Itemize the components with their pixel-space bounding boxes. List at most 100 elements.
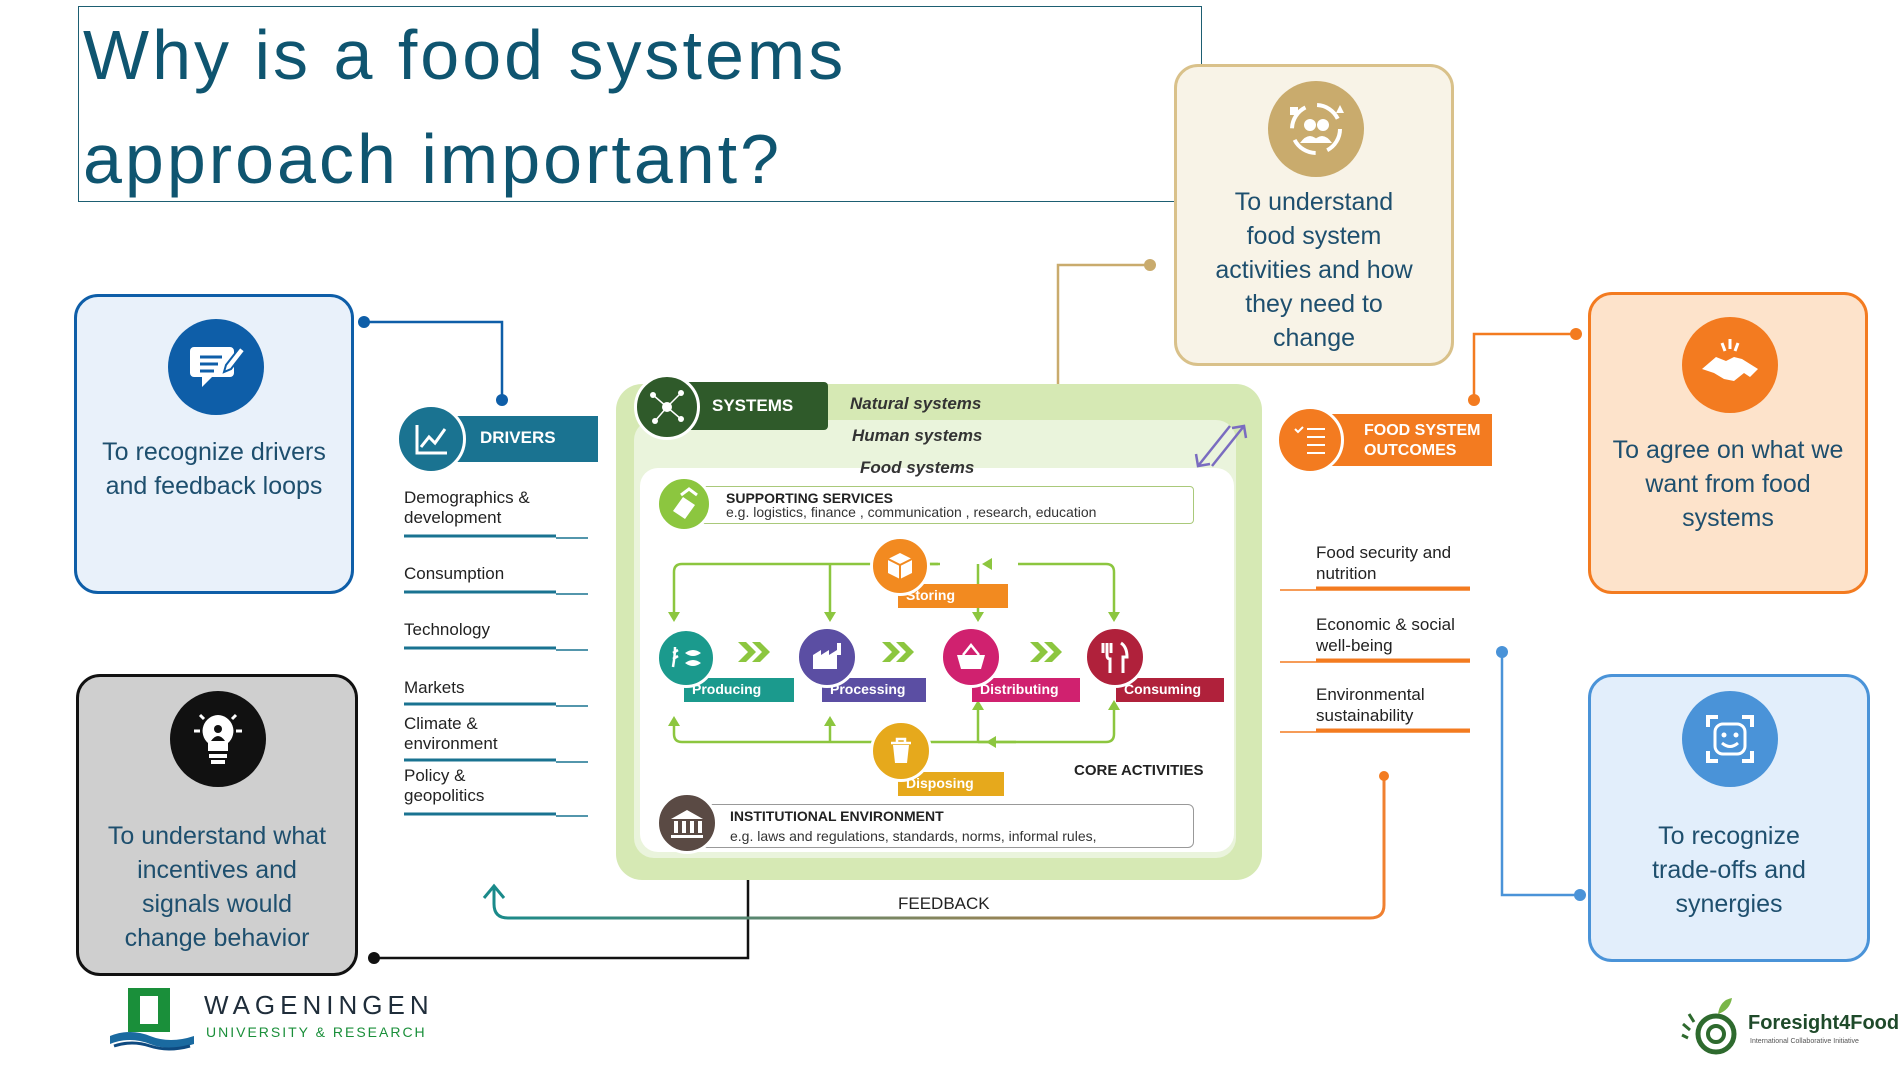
cutlery-icon: [1084, 626, 1146, 688]
document-edit-icon: [168, 319, 264, 415]
distributing-label: Distributing: [972, 678, 1080, 702]
card-outcomes-line-2: want from food: [1645, 470, 1811, 498]
consuming-label: Consuming: [1116, 678, 1224, 702]
card-activities: To understand food system activities and…: [1174, 64, 1454, 366]
outcome-lines: [1280, 586, 1470, 733]
drivers-header: DRIVERS: [396, 404, 598, 474]
card-incentives-line-4: change behavior: [124, 924, 310, 952]
title-line-1: Why is a food systems: [83, 16, 847, 94]
card-activities-line-1: To understand: [1234, 188, 1394, 216]
driver-arrows: [404, 534, 588, 817]
card-drivers-line-1: To recognize drivers: [102, 438, 326, 466]
tradeoffs-connector: [1500, 652, 1580, 897]
f4f-name: Foresight4Food: [1748, 1012, 1900, 1034]
driver-consumption: Consumption: [404, 564, 504, 584]
wur-emblem-icon: [110, 988, 194, 1051]
institution-icon: [656, 792, 718, 854]
card-outcomes-line-1: To agree on what we: [1612, 436, 1844, 464]
outcomes-header-line-2: OUTCOMES: [1364, 442, 1457, 459]
card-tradeoffs: To recognize trade-offs and synergies: [1588, 674, 1870, 962]
driver-markets-line-1: Markets: [404, 678, 465, 697]
card-outcomes-line-3: systems: [1682, 504, 1774, 532]
systems-header: SYSTEMS: [634, 374, 834, 440]
f4f-sub: International Collaborative Initiative: [1750, 1038, 1859, 1045]
f4f-emblem-icon: [1681, 998, 1737, 1055]
driver-climate-line-2: environment: [404, 734, 498, 753]
outcome-food-security-line-2: nutrition: [1316, 564, 1377, 583]
factory-icon: [796, 626, 858, 688]
card-activities-line-5: change: [1272, 324, 1356, 352]
institutional-box: [686, 804, 1194, 848]
card-tradeoffs-line-3: synergies: [1675, 890, 1783, 918]
card-incentives-line-1: To understand what: [107, 822, 327, 850]
card-drivers: To recognize drivers and feedback loops: [74, 294, 354, 594]
food-systems-label: Food systems: [860, 458, 975, 477]
human-systems-label: Human systems: [852, 426, 983, 445]
outcomes-header-line-1: FOOD SYSTEM: [1364, 422, 1481, 439]
activity-loops: [668, 558, 1120, 748]
driver-demographics: Demographics & development: [404, 488, 530, 528]
chart-line-icon: [396, 404, 466, 474]
disposing-label: Disposing: [898, 772, 1004, 796]
supporting-services-icon: [656, 476, 712, 532]
outcome-economic: Economic & social well-being: [1316, 614, 1455, 656]
trash-icon: [870, 720, 932, 782]
fish-wheat-icon: [656, 628, 716, 688]
outcomes-connector: [1472, 332, 1576, 400]
card-activities-line-3: activities and how: [1215, 256, 1413, 284]
core-activities-label: CORE ACTIVITIES: [1074, 762, 1204, 779]
feedback-label: FEEDBACK: [898, 894, 990, 913]
outcome-food-security: Food security and nutrition: [1316, 542, 1451, 584]
card-tradeoffs-line-2: trade-offs and: [1652, 856, 1806, 884]
checklist-icon: [1276, 406, 1344, 474]
systems-header-label: SYSTEMS: [712, 396, 794, 415]
chevron-arrows: [738, 642, 1062, 662]
driver-policy-line-2: geopolitics: [404, 786, 485, 805]
driver-policy: Policy & geopolitics: [404, 766, 484, 806]
driver-markets: Markets: [404, 678, 464, 698]
driver-demographics-line-1: Demographics &: [404, 488, 530, 507]
wur-name: WAGENINGEN: [204, 990, 434, 1020]
driver-consumption-line-1: Consumption: [404, 564, 505, 583]
outcome-economic-line-2: well-being: [1316, 636, 1393, 655]
supporting-services-sub: e.g. logistics, finance , communication …: [726, 504, 1097, 520]
driver-policy-line-1: Policy &: [404, 766, 466, 785]
face-scan-icon: [1682, 691, 1778, 787]
people-cycle-icon: [1268, 81, 1364, 177]
card-activities-line-4: they need to: [1245, 290, 1383, 318]
outcome-environmental: Environmental sustainability: [1316, 684, 1425, 726]
title-line-2: approach important?: [83, 120, 783, 198]
drivers-header-label: DRIVERS: [480, 428, 556, 447]
basket-icon: [940, 626, 1002, 688]
card-tradeoffs-line-1: To recognize: [1658, 822, 1800, 850]
driver-demographics-line-2: development: [404, 508, 502, 527]
wur-logo: WAGENINGEN UNIVERSITY & RESEARCH: [108, 984, 448, 1054]
outcomes-header: FOOD SYSTEM OUTCOMES: [1276, 406, 1492, 474]
f4f-logo: Foresight4Food International Collaborati…: [1678, 992, 1900, 1062]
driver-technology: Technology: [404, 620, 490, 640]
driver-climate-line-1: Climate &: [404, 714, 478, 733]
double-arrow-icon: [1194, 424, 1248, 468]
card-incentives-line-2: incentives and: [137, 856, 297, 884]
outcome-economic-line-1: Economic & social: [1316, 615, 1455, 634]
institutional-title: INSTITUTIONAL ENVIRONMENT: [730, 808, 944, 824]
driver-technology-line-1: Technology: [404, 620, 491, 639]
supporting-services-box: [684, 486, 1194, 524]
card-incentives: To understand what incentives and signal…: [76, 674, 358, 976]
title-box: Why is a food systems approach important…: [78, 6, 1202, 202]
card-incentives-line-3: signals would: [141, 890, 293, 918]
wur-sub: UNIVERSITY & RESEARCH: [206, 1024, 427, 1040]
supporting-services-title: SUPPORTING SERVICES: [726, 490, 894, 506]
feedback-arrow: [492, 776, 1386, 920]
outcome-environmental-line-2: sustainability: [1316, 706, 1414, 725]
card-outcomes: To agree on what we want from food syste…: [1588, 292, 1868, 594]
driver-climate: Climate & environment: [404, 714, 498, 754]
institutional-sub: e.g. laws and regulations, standards, no…: [730, 828, 1097, 844]
card-drivers-line-2: and feedback loops: [105, 472, 323, 500]
outcome-food-security-line-1: Food security and: [1316, 543, 1452, 562]
network-icon: [634, 374, 700, 440]
handshake-icon: [1682, 317, 1778, 413]
card-activities-line-2: food system: [1246, 222, 1382, 250]
incentives-connector: [374, 860, 750, 960]
